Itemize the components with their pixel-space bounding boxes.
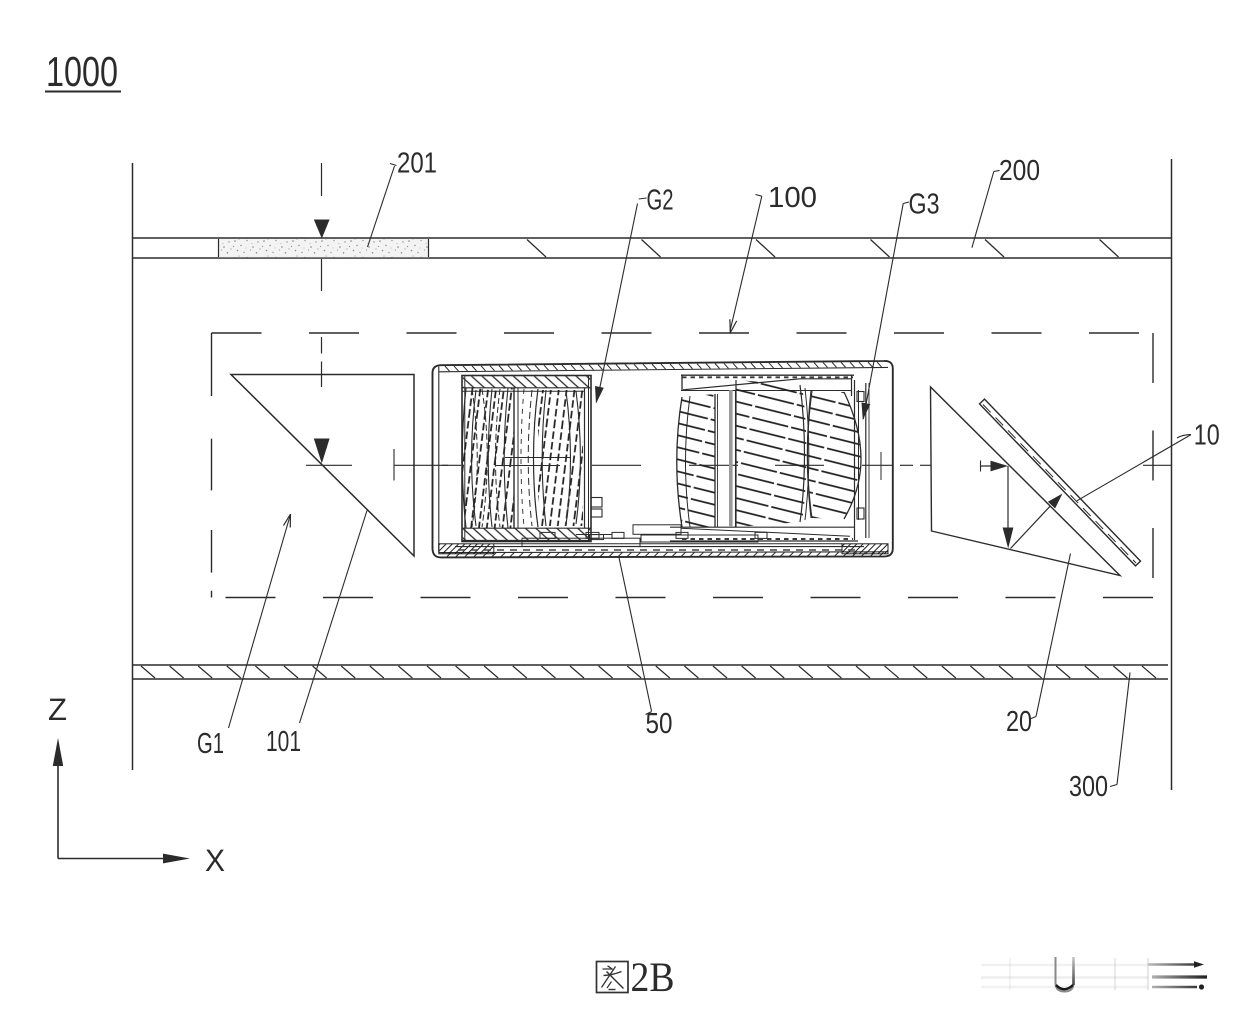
svg-text:200: 200 bbox=[999, 155, 1040, 187]
svg-text:20: 20 bbox=[1006, 706, 1032, 738]
svg-text:G1: G1 bbox=[197, 728, 224, 760]
svg-text:201: 201 bbox=[397, 148, 437, 180]
svg-text:G3: G3 bbox=[909, 189, 940, 221]
svg-text:Z: Z bbox=[48, 692, 67, 727]
svg-text:2B: 2B bbox=[631, 955, 675, 1001]
svg-text:G2: G2 bbox=[647, 185, 674, 217]
svg-text:50: 50 bbox=[646, 708, 673, 740]
svg-text:101: 101 bbox=[266, 726, 301, 758]
svg-text:10: 10 bbox=[1194, 419, 1220, 451]
svg-text:1000: 1000 bbox=[46, 48, 118, 95]
svg-text:X: X bbox=[205, 843, 225, 878]
svg-text:100: 100 bbox=[768, 182, 817, 214]
svg-text:300: 300 bbox=[1069, 771, 1108, 803]
